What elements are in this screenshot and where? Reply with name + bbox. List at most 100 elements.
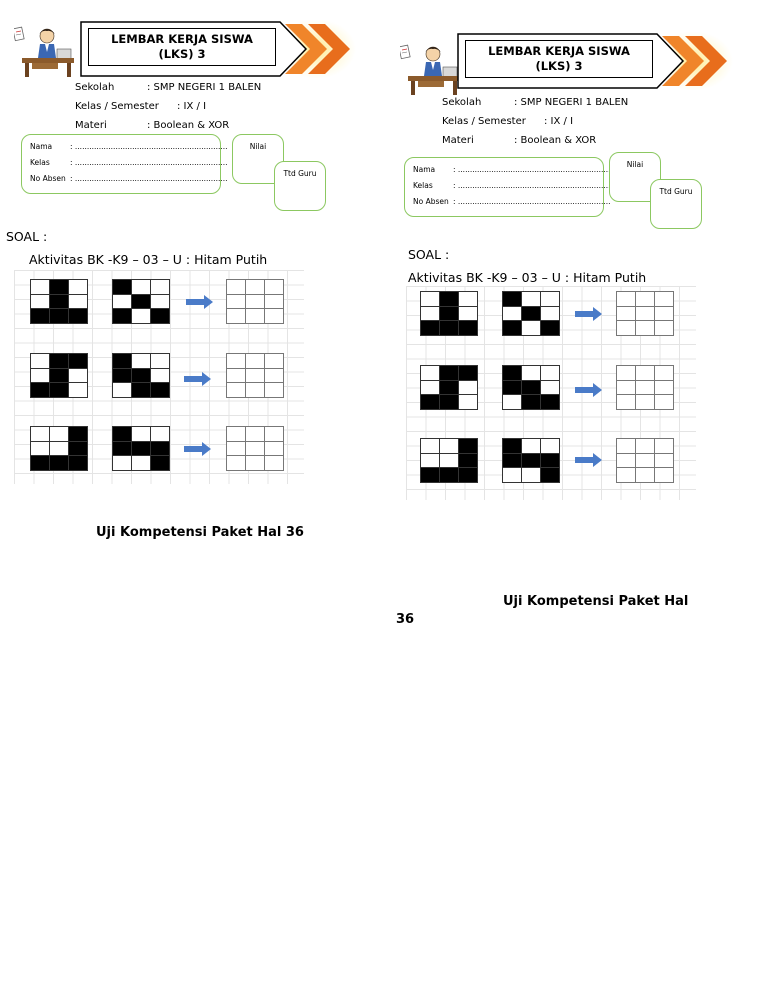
right-arrow-icon (575, 383, 602, 397)
info-label: Kelas / Semester (442, 116, 526, 127)
black-cell (458, 467, 478, 483)
black-cell (521, 305, 541, 321)
black-cell (439, 394, 459, 410)
worksheet-title-banner: LEMBAR KERJA SISWA (LKS) 3 (80, 20, 356, 78)
white-cell (112, 293, 132, 309)
white-cell (420, 365, 440, 381)
white-cell (420, 452, 440, 468)
pattern-grid-b (502, 291, 560, 336)
white-cell (68, 293, 88, 309)
white-cell (68, 367, 88, 383)
black-cell (112, 279, 132, 295)
identity-fill-line[interactable]: : ......................................… (70, 142, 228, 151)
identity-row-name: Nama : ..................................… (413, 165, 611, 174)
white-cell (68, 382, 88, 398)
white-cell (30, 367, 50, 383)
white-cell (420, 305, 440, 321)
black-cell (131, 382, 151, 398)
teacher-at-desk-illustration (400, 44, 460, 95)
identity-label: Nama (413, 165, 436, 174)
white-cell (521, 365, 541, 381)
black-cell (420, 320, 440, 336)
worksheet-left: LEMBAR KERJA SISWA (LKS) 3 Sekolah : SMP… (0, 0, 384, 620)
competency-test-page: 36 (396, 612, 415, 627)
black-cell (112, 353, 132, 369)
black-cell (439, 291, 459, 307)
black-cell (439, 320, 459, 336)
answer-grid[interactable] (616, 291, 674, 336)
answer-grid[interactable] (616, 365, 674, 410)
black-cell (439, 379, 459, 395)
black-cell (131, 440, 151, 456)
pattern-grid-a (420, 438, 478, 483)
white-cell (420, 438, 440, 454)
info-value: : Boolean & XOR (147, 120, 230, 131)
black-cell (131, 367, 151, 383)
identity-fill-line[interactable]: : ......................................… (70, 158, 228, 167)
black-cell (150, 455, 170, 471)
white-cell (420, 291, 440, 307)
identity-label: Kelas (413, 181, 433, 190)
identity-fill-line[interactable]: : ......................................… (453, 181, 611, 190)
student-identity-box: Nama : ..................................… (404, 157, 611, 217)
identity-fill-line[interactable]: : ......................................… (70, 174, 228, 183)
white-cell (540, 365, 560, 381)
white-cell (150, 279, 170, 295)
info-label: Sekolah (75, 82, 115, 93)
score-label: Nilai (249, 142, 267, 151)
white-cell (540, 305, 560, 321)
white-cell (540, 438, 560, 454)
identity-label: No Absen (413, 197, 449, 206)
black-cell (458, 438, 478, 454)
teacher-signature-box[interactable]: Ttd Guru (650, 179, 702, 229)
white-cell (540, 291, 560, 307)
black-cell (68, 440, 88, 456)
white-cell (150, 353, 170, 369)
identity-fill-line[interactable]: : ......................................… (453, 165, 611, 174)
black-cell (49, 308, 69, 324)
signature-label: Ttd Guru (659, 187, 693, 196)
black-cell (49, 455, 69, 471)
answer-grid[interactable] (226, 353, 284, 398)
black-cell (68, 455, 88, 471)
pattern-grid-b (502, 365, 560, 410)
black-cell (439, 467, 459, 483)
black-cell (68, 308, 88, 324)
white-cell (521, 438, 541, 454)
white-cell (131, 279, 151, 295)
activity-title: Aktivitas BK -K9 – 03 – U : Hitam Putih (29, 252, 268, 267)
activity-grid-area (14, 270, 304, 484)
pattern-grid-a (30, 279, 88, 324)
identity-row-absen: No Absen : ..............................… (30, 174, 228, 183)
white-cell (458, 379, 478, 395)
white-cell (30, 353, 50, 369)
black-cell (131, 293, 151, 309)
activity-grid-area (406, 286, 696, 500)
black-cell (521, 394, 541, 410)
black-cell (540, 394, 560, 410)
banner-title-line2: (LKS) 3 (535, 59, 583, 73)
white-cell (131, 308, 151, 324)
pattern-grid-a (420, 365, 478, 410)
black-cell (30, 382, 50, 398)
answer-grid[interactable] (226, 426, 284, 471)
white-cell (458, 305, 478, 321)
black-cell (502, 291, 522, 307)
activity-title: Aktivitas BK -K9 – 03 – U : Hitam Putih (408, 270, 647, 285)
teacher-signature-box[interactable]: Ttd Guru (274, 161, 326, 211)
identity-fill-line[interactable]: : ......................................… (453, 197, 611, 206)
pattern-grid-b (112, 426, 170, 471)
identity-row-class: Kelas : .................................… (413, 181, 611, 190)
banner-title-box: LEMBAR KERJA SISWA (LKS) 3 (465, 40, 653, 78)
black-cell (49, 367, 69, 383)
white-cell (150, 293, 170, 309)
identity-label: No Absen (30, 174, 66, 183)
banner-title-line1: LEMBAR KERJA SISWA (488, 44, 630, 58)
answer-grid[interactable] (226, 279, 284, 324)
answer-grid[interactable] (616, 438, 674, 483)
white-cell (420, 379, 440, 395)
student-identity-box: Nama: ..................................… (21, 134, 228, 194)
info-label: Kelas / Semester (75, 101, 159, 112)
pattern-grid-a (420, 291, 478, 336)
white-cell (502, 467, 522, 483)
